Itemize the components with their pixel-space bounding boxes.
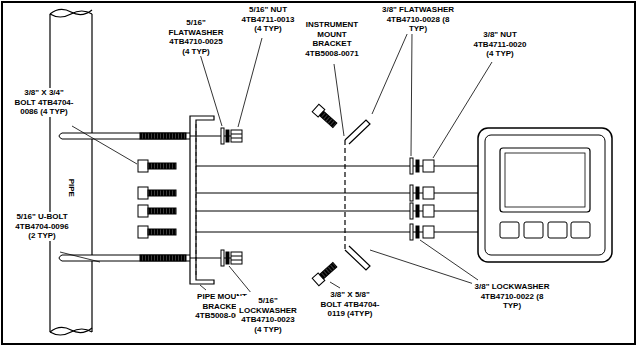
nut-washer <box>410 158 434 240</box>
u-bolt <box>59 133 190 261</box>
instrument-mount-bracket <box>345 120 370 270</box>
part-label: 5/16" FLATWASHER 4TB4710-0025 (4 TYP) <box>164 18 228 56</box>
part-label: 3/8" LOCKWASHER 4TB4710-0022 (8 TYP) <box>472 282 553 311</box>
nut-washer <box>190 128 242 266</box>
leader-line <box>60 32 492 294</box>
assembly-line <box>196 166 478 232</box>
pipe-mount-bracket <box>190 116 214 284</box>
part-label: 3/8" FLATWASHER 4TB4710-0028 (8 TYP) <box>378 5 459 34</box>
part-label: INSTRUMENT MOUNT BRACKET 4TB5008-0071 <box>300 20 364 58</box>
part-label: 5/16" NUT 4TB4711-0013 (4 TYP) <box>238 5 298 34</box>
part-label: 3/8" X 5/8" BOLT 4TB4704-0119 (4TYP) <box>318 290 382 319</box>
pipe <box>50 9 92 335</box>
angled-bolt <box>312 104 338 285</box>
instrument <box>478 128 612 262</box>
part-label: 3/8" X 3/4" BOLT 4TB4704-0086 (4 TYP) <box>12 88 76 117</box>
part-label: 5/16" LOCKWASHER 4TB4710-0023 (4 TYP) <box>236 296 300 334</box>
part-label: 5/16" U-BOLT 4TB4704-0096 (2 TYP) <box>11 212 73 241</box>
bolt <box>138 160 176 238</box>
part-label: 3/8" NUT 4TB4711-0020 (4 TYP) <box>470 30 530 59</box>
pipe-label: PIPE <box>66 178 76 198</box>
